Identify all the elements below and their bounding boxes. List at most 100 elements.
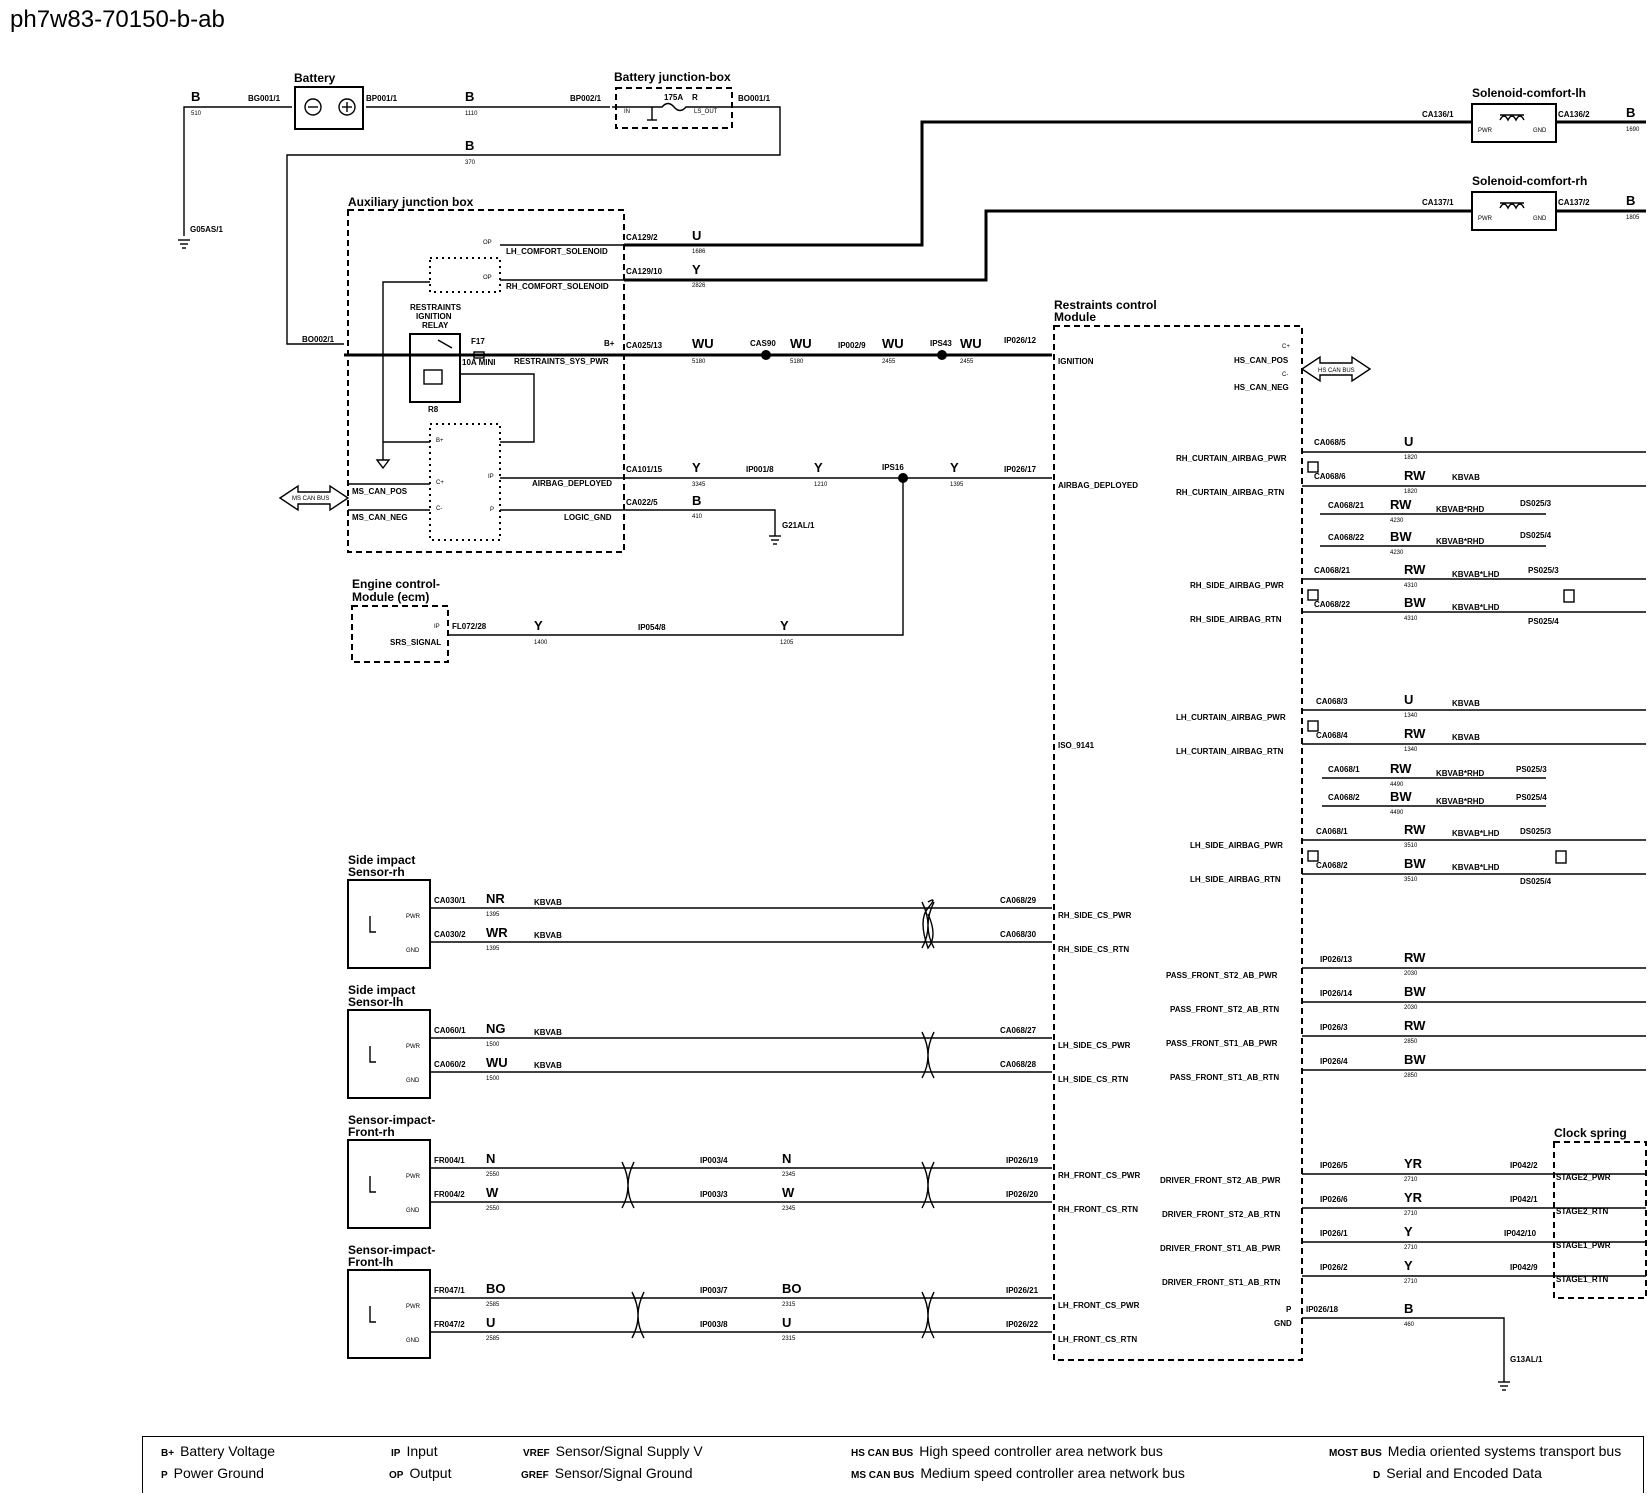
svg-text:Y: Y [780, 618, 789, 633]
svg-text:PWR: PWR [406, 1174, 421, 1180]
svg-text:CA068/21: CA068/21 [1314, 566, 1351, 575]
svg-text:F17: F17 [471, 337, 485, 346]
svg-text:RESTRAINTS: RESTRAINTS [410, 303, 462, 312]
svg-text:2710: 2710 [1404, 1279, 1418, 1285]
svg-text:GND: GND [1533, 216, 1547, 222]
svg-text:R: R [692, 93, 698, 102]
svg-text:IP003/3: IP003/3 [700, 1190, 728, 1199]
svg-text:MS_CAN_NEG: MS_CAN_NEG [352, 513, 408, 522]
svg-text:CA068/4: CA068/4 [1316, 731, 1348, 740]
svg-text:Y: Y [1404, 1258, 1413, 1273]
lh-curtain-airbag-circuit: LH_CURTAIN_AIRBAG_PWR LH_CURTAIN_AIRBAG_… [1176, 692, 1646, 756]
svg-text:1690: 1690 [1626, 127, 1640, 133]
svg-text:CA068/22: CA068/22 [1314, 600, 1351, 609]
svg-text:2585: 2585 [486, 1336, 500, 1342]
svg-text:BW: BW [1390, 529, 1412, 544]
svg-text:WR: WR [486, 925, 508, 940]
svg-text:KBVAB*RHD: KBVAB*RHD [1436, 537, 1485, 546]
svg-text:IP001/8: IP001/8 [746, 465, 774, 474]
rh-curtain-airbag-circuit: RH_CURTAIN_AIRBAG_PWR RH_CURTAIN_AIRBAG_… [1176, 434, 1646, 497]
svg-text:4230: 4230 [1390, 518, 1404, 524]
svg-text:2850: 2850 [1404, 1073, 1418, 1079]
svg-text:2030: 2030 [1404, 971, 1418, 977]
svg-text:KBVAB: KBVAB [1452, 699, 1480, 708]
svg-text:YR: YR [1404, 1156, 1423, 1171]
svg-text:1110: 1110 [465, 111, 478, 117]
svg-text:U: U [1404, 434, 1413, 449]
svg-text:B: B [465, 138, 474, 153]
svg-text:DRIVER_FRONT_ST2_AB_PWR: DRIVER_FRONT_ST2_AB_PWR [1160, 1176, 1281, 1185]
svg-text:IPS43: IPS43 [930, 339, 952, 348]
side-impact-sensor-rh: Side impact Sensor-rh PWR GND CA030/1 CA… [347, 853, 1132, 969]
svg-text:2315: 2315 [782, 1302, 796, 1308]
svg-text:1210: 1210 [814, 482, 828, 488]
svg-text:Engine control-: Engine control- [352, 577, 440, 591]
175a-fuse [612, 102, 736, 112]
svg-text:CA068/5: CA068/5 [1314, 438, 1346, 447]
rh-side-airbag-lhd-circuit: RH_SIDE_AIRBAG_PWR RH_SIDE_AIRBAG_RTN CA… [1190, 562, 1646, 626]
svg-text:RH_SIDE_CS_RTN: RH_SIDE_CS_RTN [1058, 945, 1129, 954]
svg-text:PASS_FRONT_ST2_AB_RTN: PASS_FRONT_ST2_AB_RTN [1170, 1005, 1279, 1014]
svg-text:CA022/5: CA022/5 [626, 498, 658, 507]
svg-text:IP026/1: IP026/1 [1320, 1229, 1348, 1238]
svg-text:CA068/29: CA068/29 [1000, 896, 1037, 905]
svg-text:IP042/1: IP042/1 [1510, 1195, 1538, 1204]
svg-text:Front-rh: Front-rh [348, 1125, 395, 1139]
svg-text:R8: R8 [428, 405, 439, 414]
svg-text:Sensor-lh: Sensor-lh [348, 995, 403, 1009]
svg-text:HS_CAN_NEG: HS_CAN_NEG [1234, 383, 1289, 392]
svg-text:IGNITION: IGNITION [416, 312, 452, 321]
svg-text:Y: Y [950, 460, 959, 475]
svg-text:PASS_FRONT_ST1_AB_RTN: PASS_FRONT_ST1_AB_RTN [1170, 1073, 1279, 1082]
svg-text:5180: 5180 [692, 359, 706, 365]
svg-text:G21AL/1: G21AL/1 [782, 521, 815, 530]
svg-text:RW: RW [1404, 468, 1426, 483]
svg-text:2850: 2850 [1404, 1039, 1418, 1045]
svg-text:OP: OP [483, 275, 492, 281]
legend-item: B+Battery Voltage [161, 1443, 276, 1459]
auxiliary-junction-box: Auxiliary junction box OP OP LH_COMFORT_… [302, 195, 706, 553]
svg-text:IP042/2: IP042/2 [1510, 1161, 1538, 1170]
svg-text:U: U [486, 1315, 495, 1330]
svg-text:IP042/10: IP042/10 [1504, 1229, 1537, 1238]
svg-text:460: 460 [1404, 1322, 1415, 1328]
svg-text:RH_COMFORT_SOLENOID: RH_COMFORT_SOLENOID [506, 282, 609, 291]
svg-text:3510: 3510 [1404, 877, 1418, 883]
rh-side-airbag-rhd-circuit: CA068/21 CA068/22 RW 4230 BW 4230 KBVAB*… [1320, 497, 1552, 556]
svg-text:PS025/3: PS025/3 [1528, 566, 1559, 575]
svg-text:NG: NG [486, 1021, 506, 1036]
svg-text:KBVAB: KBVAB [534, 931, 562, 940]
svg-text:IP026/17: IP026/17 [1004, 465, 1037, 474]
svg-text:LH_FRONT_CS_PWR: LH_FRONT_CS_PWR [1058, 1301, 1140, 1310]
svg-text:PWR: PWR [406, 1044, 421, 1050]
hs-can-bus-arrow: HS CAN BUS [1300, 355, 1372, 383]
svg-text:1395: 1395 [486, 946, 500, 952]
svg-text:IP: IP [488, 474, 494, 480]
svg-text:3345: 3345 [692, 482, 706, 488]
battery-positive-terminal [338, 98, 356, 116]
svg-text:Side impact: Side impact [348, 853, 415, 867]
solenoid-lh: Solenoid-comfort-lh PWR GND CA136/1 CA13… [1422, 86, 1646, 143]
svg-text:LH_SIDE_AIRBAG_PWR: LH_SIDE_AIRBAG_PWR [1190, 841, 1283, 850]
comfort-solenoid-driver [429, 257, 501, 293]
svg-text:2710: 2710 [1404, 1177, 1418, 1183]
svg-text:W: W [782, 1185, 795, 1200]
svg-text:HS_CAN_POS: HS_CAN_POS [1234, 356, 1289, 365]
svg-text:U: U [692, 228, 701, 243]
svg-text:AIRBAG_DEPLOYED: AIRBAG_DEPLOYED [1058, 481, 1138, 490]
lh-side-airbag-lhd-circuit: LH_SIDE_AIRBAG_PWR LH_SIDE_AIRBAG_RTN CA… [1190, 822, 1646, 886]
svg-text:CAS90: CAS90 [750, 339, 776, 348]
svg-text:10A MINI: 10A MINI [462, 358, 496, 367]
svg-text:5180: 5180 [790, 359, 804, 365]
svg-text:BO002/1: BO002/1 [302, 335, 335, 344]
svg-text:KBVAB*LHD: KBVAB*LHD [1452, 603, 1500, 612]
svg-text:CA068/22: CA068/22 [1328, 533, 1365, 542]
svg-text:WU: WU [692, 336, 714, 351]
svg-text:1340: 1340 [1404, 747, 1418, 753]
svg-text:BO: BO [782, 1281, 802, 1296]
svg-text:3510: 3510 [1404, 843, 1418, 849]
svg-text:RH_CURTAIN_AIRBAG_PWR: RH_CURTAIN_AIRBAG_PWR [1176, 454, 1287, 463]
